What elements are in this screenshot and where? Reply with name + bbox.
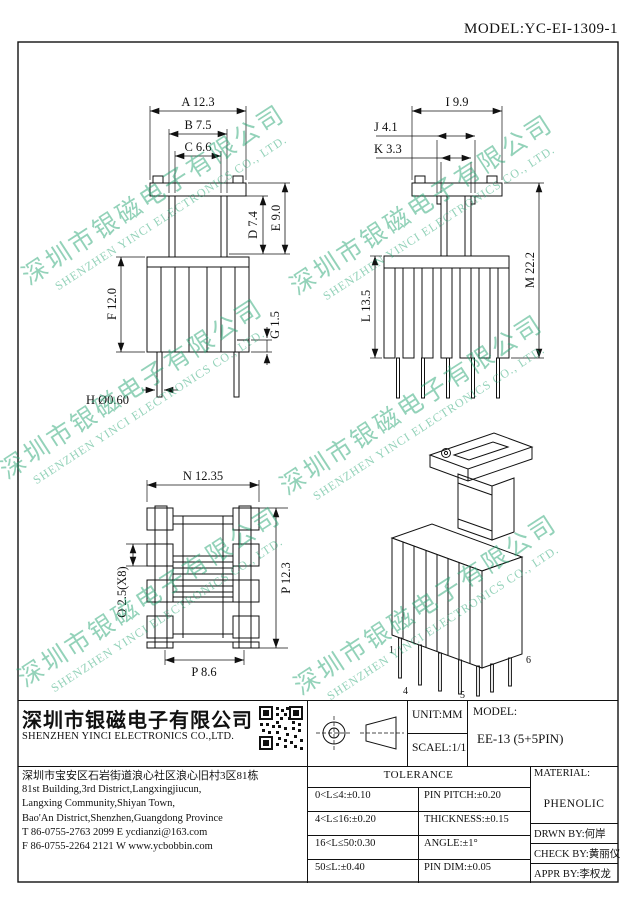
dim-m: M 22.2 (523, 252, 537, 288)
tolerance-row: PIN PITCH:±0.20 (424, 790, 501, 801)
company-name-cn: 深圳市银磁电子有限公司 (22, 710, 253, 732)
title-block: 深圳市银磁电子有限公司 SHENZHEN YINCI ELECTRONICS C… (18, 700, 621, 883)
qr-code-icon (258, 705, 304, 751)
address-line: Langxing Community,Shiyan Town, (22, 798, 175, 810)
drawn-by: DRWN BY:何岸 (534, 829, 606, 840)
approved-by: APPR BY:李权龙 (534, 869, 611, 880)
view-top-shapes (146, 505, 260, 649)
address-line: Bao'An District,Shenzhen,Guangdong Provi… (22, 812, 223, 824)
dim-d: D 7.4 (246, 210, 260, 239)
model-value: EE-13 (5+5PIN) (477, 731, 564, 746)
tolerance-row: PIN DIM:±0.05 (424, 862, 492, 873)
company-address: 深圳市宝安区石岩街道浪心社区浪心旧村3区81栋 81st Building,3r… (22, 769, 259, 854)
tolerance-row: 50≤L:±0.40 (315, 862, 365, 873)
address-line: T 86-0755-2763 2099 E ycdianzi@163.com (22, 826, 208, 838)
company-name-en: SHENZHEN YINCI ELECTRONICS CO.,LTD. (22, 731, 235, 742)
check-by: CHECK BY:黄丽仪 (534, 849, 621, 860)
border-frame (17, 41, 619, 883)
material-value: PHENOLIC (543, 798, 605, 810)
dim-p-right: P 12.3 (279, 562, 293, 594)
pin-number-6: 6 (526, 655, 531, 666)
tolerance-row: 16<L≤50:0.30 (315, 838, 376, 849)
dim-a: A 12.3 (181, 95, 214, 109)
address-line: F 86-0755-2264 2121 W www.ycbobbin.com (22, 841, 213, 853)
model-label: MODEL: (473, 706, 518, 718)
dim-g: G 1.5 (268, 311, 282, 339)
tolerance-title: TOLERANCE (383, 769, 454, 781)
projection-cone-icon (356, 709, 408, 762)
dimension-lines (117, 107, 543, 664)
pin-number-5: 5 (460, 690, 465, 701)
scale-value: SCAEL:1/1 (412, 742, 467, 754)
dim-f: F 12.0 (105, 288, 119, 320)
pin-number-1: 1 (389, 645, 394, 656)
dim-n: N 12.35 (183, 469, 223, 483)
material-label: MATERIAL: (534, 768, 590, 779)
dim-p-bottom: P 8.6 (191, 665, 216, 679)
dim-b: B 7.5 (184, 118, 211, 132)
extension-lines (116, 106, 544, 665)
dim-e: E 9.0 (269, 205, 283, 231)
sheet-model-number: MODEL:YC-EI-1309-1 (464, 21, 618, 37)
dim-c: C 6.6 (184, 140, 211, 154)
dim-i: I 9.9 (446, 95, 469, 109)
view-side-shapes (383, 175, 510, 399)
dim-j: J 4.1 (374, 120, 398, 134)
dim-k: K 3.3 (374, 142, 402, 156)
tolerance-row: 0<L≤4:±0.10 (315, 790, 371, 801)
view-iso-shapes (390, 432, 534, 697)
projection-circle-icon (313, 709, 355, 762)
tolerance-row: 4<L≤16:±0.20 (315, 814, 376, 825)
tolerance-row: THICKNESS:±0.15 (424, 814, 509, 825)
pin-number-4: 4 (403, 686, 408, 697)
dim-h: H Ø0.60 (86, 393, 129, 407)
iso-pin-numbers: 1 4 5 6 (389, 645, 531, 701)
dim-o: O 2.5(X8) (115, 566, 129, 617)
unit-value: UNIT:MM (412, 709, 463, 721)
dimension-labels: A 12.3 B 7.5 C 6.6 D 7.4 E 9.0 F 12.0 G … (86, 95, 537, 679)
dim-l: L 13.5 (359, 290, 373, 322)
tolerance-row: ANGLE:±1° (424, 838, 478, 849)
view-front-shapes (146, 175, 250, 398)
address-line: 深圳市宝安区石岩街道浪心社区浪心旧村3区81栋 (22, 770, 259, 782)
address-line: 81st Building,3rd District,Langxingjiucu… (22, 784, 202, 796)
